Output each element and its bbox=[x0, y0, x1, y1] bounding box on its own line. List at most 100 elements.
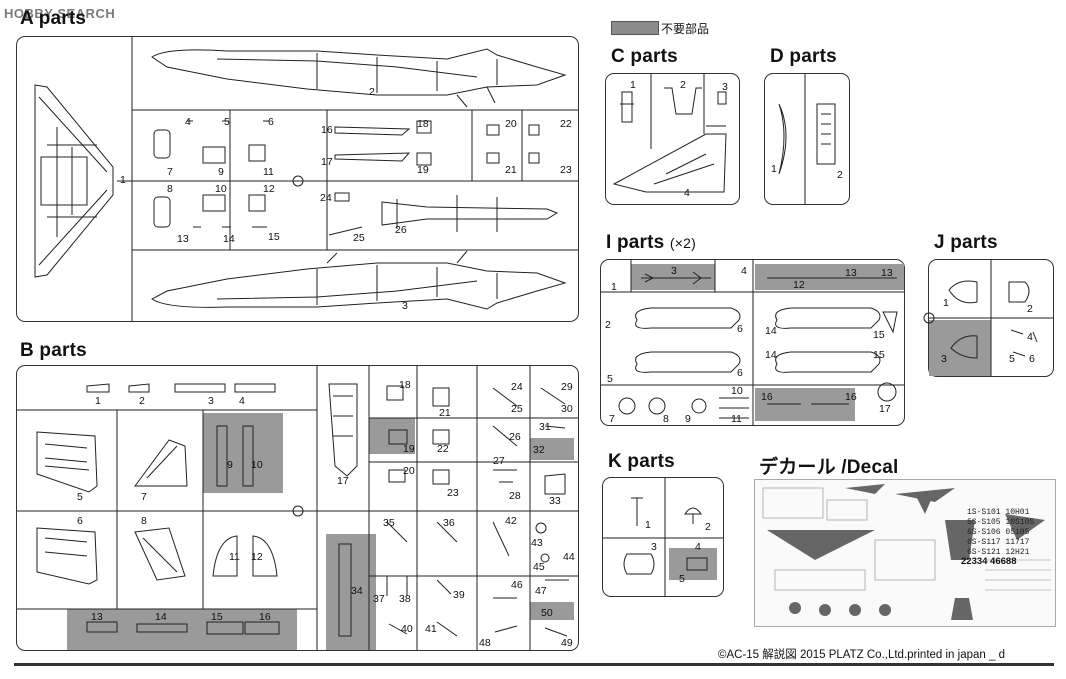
b-label-6: 6 bbox=[77, 515, 83, 527]
a-label-7: 7 bbox=[167, 166, 173, 178]
a-label-3: 3 bbox=[402, 300, 408, 312]
watermark-text: HOBBY SEARCH bbox=[4, 6, 116, 21]
b-label-34: 34 bbox=[351, 585, 363, 597]
unused-parts-label: 不要部品 bbox=[661, 22, 710, 36]
copyright-footer: ©AC-15 解説図 2015 PLATZ Co.,Ltd.printed in… bbox=[718, 649, 1005, 661]
j-label-2: 2 bbox=[1027, 303, 1033, 315]
b-label-32: 32 bbox=[533, 444, 545, 456]
j-label-4: 4 bbox=[1027, 331, 1033, 343]
b-label-3: 3 bbox=[208, 395, 214, 407]
a-label-10: 10 bbox=[215, 183, 227, 195]
a-label-8: 8 bbox=[167, 183, 173, 195]
a-label-1: 1 bbox=[120, 174, 126, 186]
a-label-24: 24 bbox=[320, 192, 332, 204]
i-label-14a: 14 bbox=[765, 325, 777, 337]
b-label-12: 12 bbox=[251, 551, 263, 563]
decal-code-2: 5S-S105 10S105 bbox=[967, 518, 1034, 527]
a-label-4: 4 bbox=[185, 116, 191, 128]
i-label-13b: 13 bbox=[881, 267, 893, 279]
b-label-36: 36 bbox=[443, 517, 455, 529]
i-label-10: 10 bbox=[731, 385, 743, 397]
i-label-3: 3 bbox=[671, 265, 677, 277]
i-label-15b: 15 bbox=[873, 349, 885, 361]
b-label-46: 46 bbox=[511, 579, 523, 591]
a-label-2: 2 bbox=[369, 86, 375, 98]
b-label-7: 7 bbox=[141, 491, 147, 503]
b-label-15: 15 bbox=[211, 611, 223, 623]
k-parts-sprue: 1 2 3 4 5 bbox=[602, 477, 724, 597]
b-label-42: 42 bbox=[505, 515, 517, 527]
a-label-15: 15 bbox=[268, 231, 280, 243]
b-label-25: 25 bbox=[511, 403, 523, 415]
a-parts-title: A parts bbox=[20, 8, 87, 29]
b-label-23: 23 bbox=[447, 487, 459, 499]
c-parts-title: C parts bbox=[611, 46, 678, 67]
k-label-2: 2 bbox=[705, 521, 711, 533]
b-label-37: 37 bbox=[373, 593, 385, 605]
a-label-19: 19 bbox=[417, 164, 429, 176]
b-label-28: 28 bbox=[509, 490, 521, 502]
a-label-14: 14 bbox=[223, 233, 235, 245]
i-label-6b: 6 bbox=[737, 367, 743, 379]
a-label-20: 20 bbox=[505, 118, 517, 130]
i-parts-multiplier: (×2) bbox=[669, 235, 696, 251]
j-label-1: 1 bbox=[943, 297, 949, 309]
b-label-16: 16 bbox=[259, 611, 271, 623]
a-label-22: 22 bbox=[560, 118, 572, 130]
d-label-1: 1 bbox=[771, 163, 777, 175]
i-parts-sprue: 1 2 3 4 5 6 6 7 8 9 10 11 12 13 13 14 14… bbox=[600, 259, 905, 426]
b-label-21: 21 bbox=[439, 407, 451, 419]
b-label-1: 1 bbox=[95, 395, 101, 407]
b-label-30: 30 bbox=[561, 403, 573, 415]
c-parts-sprue: 1 2 3 4 bbox=[605, 73, 740, 205]
d-parts-title: D parts bbox=[770, 46, 837, 67]
b-label-33: 33 bbox=[549, 495, 561, 507]
b-label-40: 40 bbox=[401, 623, 413, 635]
c-label-1: 1 bbox=[630, 79, 636, 91]
a-label-6: 6 bbox=[268, 116, 274, 128]
b-label-19: 19 bbox=[403, 443, 415, 455]
b-label-48: 48 bbox=[479, 637, 491, 649]
a-parts-drawing: 1 2 3 4 5 6 7 8 9 10 11 12 13 14 15 16 1… bbox=[34, 37, 578, 321]
i-parts-drawing: 1 2 3 4 5 6 6 7 8 9 10 11 12 13 13 14 14… bbox=[601, 260, 904, 425]
i-label-16a: 16 bbox=[761, 391, 773, 403]
c-label-3: 3 bbox=[722, 81, 728, 93]
j-label-5: 5 bbox=[1009, 353, 1015, 365]
i-label-17: 17 bbox=[879, 403, 891, 415]
b-parts-title: B parts bbox=[20, 340, 87, 361]
a-label-12: 12 bbox=[263, 183, 275, 195]
a-label-13: 13 bbox=[177, 233, 189, 245]
decal-code-3: 6S-S106 05105 bbox=[967, 528, 1030, 537]
b-parts-sprue: 1 2 3 4 5 6 7 8 9 10 11 12 13 14 15 16 1… bbox=[16, 365, 579, 651]
decal-code-4: 6S-S117 11717 bbox=[967, 538, 1030, 547]
i-label-5: 5 bbox=[607, 373, 613, 385]
i-label-14b: 14 bbox=[765, 349, 777, 361]
j-parts-title: J parts bbox=[934, 232, 998, 253]
decal-title: デカール /Decal bbox=[759, 457, 899, 478]
k-label-4: 4 bbox=[695, 541, 701, 553]
b-label-18: 18 bbox=[399, 379, 411, 391]
b-label-43: 43 bbox=[531, 537, 543, 549]
a-label-11: 11 bbox=[263, 166, 274, 178]
b-label-24: 24 bbox=[511, 381, 523, 393]
a-label-5: 5 bbox=[224, 116, 230, 128]
b-label-2: 2 bbox=[139, 395, 145, 407]
a-label-18: 18 bbox=[417, 118, 429, 130]
b-label-5: 5 bbox=[77, 491, 83, 503]
i-label-16b: 16 bbox=[845, 391, 857, 403]
b-label-4: 4 bbox=[239, 395, 245, 407]
k-parts-title: K parts bbox=[608, 451, 675, 472]
b-label-39: 39 bbox=[453, 589, 465, 601]
d-parts-sprue: 1 2 bbox=[764, 73, 850, 205]
i-label-6a: 6 bbox=[737, 323, 743, 335]
footer-rule bbox=[14, 663, 1054, 666]
b-parts-drawing: 1 2 3 4 5 6 7 8 9 10 11 12 13 14 15 16 1… bbox=[17, 366, 578, 650]
decal-sheet: 1S-S101 10H01 5S-S105 10S105 6S-S106 051… bbox=[754, 479, 1056, 627]
b-label-47: 47 bbox=[535, 585, 547, 597]
b-label-41: 41 bbox=[425, 623, 437, 635]
c-parts-drawing: 1 2 3 4 bbox=[612, 74, 728, 199]
b-label-14: 14 bbox=[155, 611, 167, 623]
decal-code-5: 6S-S121 12H21 bbox=[967, 548, 1030, 557]
b-label-9: 9 bbox=[227, 459, 233, 471]
b-label-38: 38 bbox=[399, 593, 411, 605]
